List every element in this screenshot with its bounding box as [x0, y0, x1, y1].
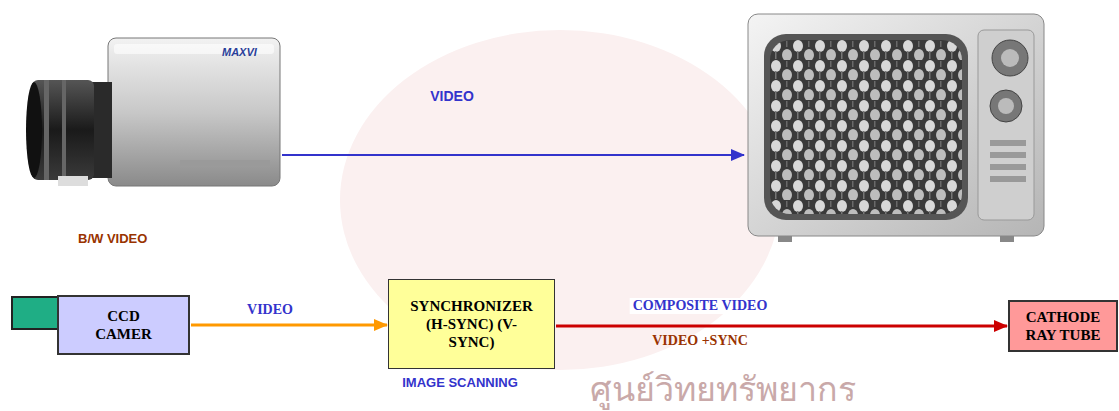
watermark: ศูนย์วิทยทรัพยากร [590, 362, 856, 411]
box-text: CCD CAMER [95, 307, 152, 343]
signal-label: VIDEO [430, 88, 474, 104]
caption-label: IMAGE SCANNING [402, 375, 518, 390]
box-text: CATHODE RAY TUBE [1010, 308, 1116, 344]
signal-label: COMPOSITE VIDEO [630, 298, 771, 314]
display-box: CATHODE RAY TUBE [1008, 300, 1118, 352]
box-text: SYNCHRONIZER (H-SYNC) (V-SYNC) [410, 297, 533, 351]
caption-label: B/W VIDEO [78, 231, 147, 246]
signal-connector [556, 325, 1007, 328]
signal-label: VIDEO [244, 302, 296, 318]
camera-illustration [26, 38, 280, 186]
sensor-square [12, 297, 59, 329]
signal-connector [191, 324, 387, 327]
signal-label: VIDEO +SYNC [652, 333, 748, 349]
camera-box: CCD CAMER [57, 295, 190, 355]
video-arrow [282, 154, 744, 156]
television-illustration [748, 14, 1044, 242]
brand-label: MAXVI [222, 46, 257, 58]
synchronizer-box: SYNCHRONIZER (H-SYNC) (V-SYNC) [388, 279, 555, 369]
watermark-emblem [340, 30, 780, 370]
